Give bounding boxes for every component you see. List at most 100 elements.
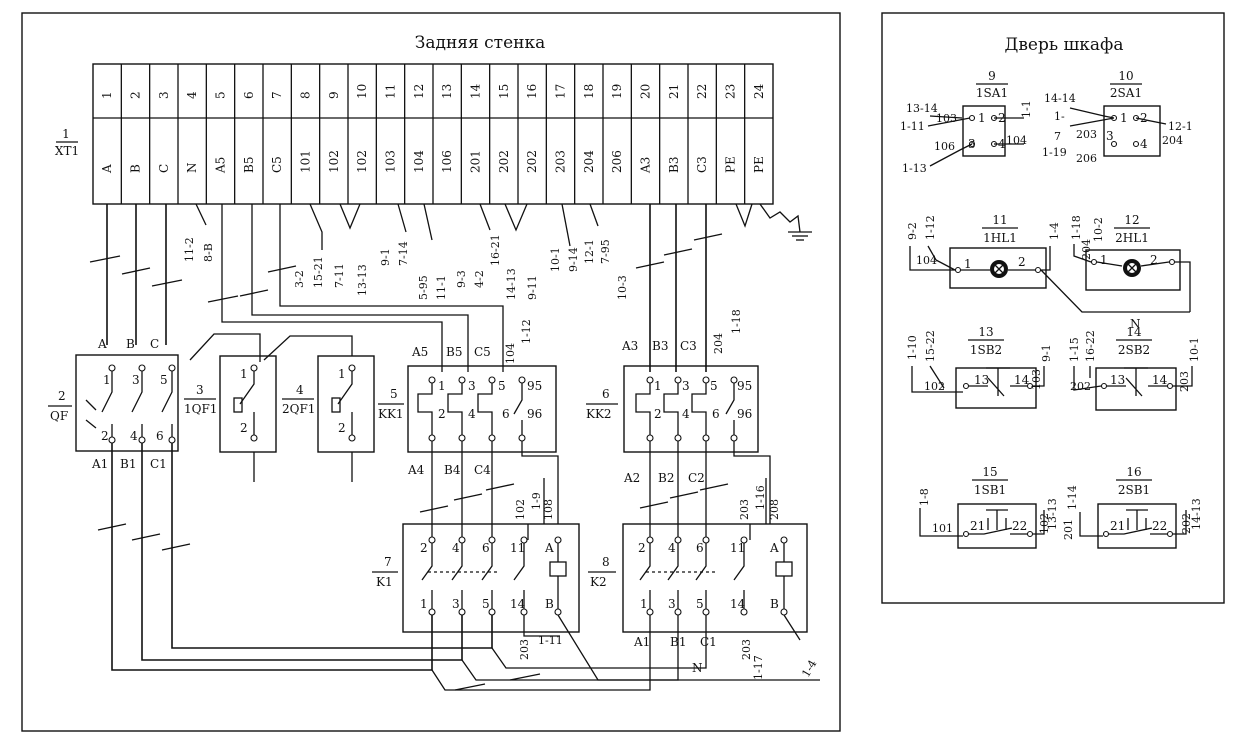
1sb1-wire-101: 101 bbox=[932, 522, 953, 535]
qf-pin-1: 1 bbox=[103, 373, 111, 387]
cable-ref-label: 15-21 bbox=[312, 256, 325, 288]
k2-pin-1: 1 bbox=[640, 597, 648, 611]
terminal-wire-label: A bbox=[100, 164, 114, 174]
xt1-number: 1 bbox=[62, 127, 70, 141]
qf-pin-4: 4 bbox=[130, 429, 138, 443]
terminal-number: 5 bbox=[214, 91, 228, 99]
2sa1-pin-1: 1 bbox=[1120, 111, 1128, 125]
qf-number: 2 bbox=[58, 389, 66, 403]
k2-ref: K2 bbox=[590, 575, 607, 589]
2hl1-pin-2: 2 bbox=[1150, 253, 1158, 267]
terminal-number: 4 bbox=[185, 91, 199, 99]
kk2-out-c2: C2 bbox=[688, 471, 705, 485]
terminal-number: 16 bbox=[525, 84, 539, 99]
door-title: Дверь шкафа bbox=[1005, 35, 1124, 55]
neutral-label: N bbox=[692, 661, 703, 675]
1sa1-cable-1-1: 1-1 bbox=[1020, 100, 1033, 118]
thermal-relay-kk1: A5 B5 C5 104 1-12 1 3 5 95 2 4 6 96 A4 B… bbox=[378, 319, 557, 477]
2sa1-wire-203: 203 bbox=[1076, 128, 1097, 141]
terminal-number: 12 bbox=[412, 84, 426, 99]
1qf1-pin-2: 2 bbox=[240, 421, 248, 435]
kk2-pin-6: 6 bbox=[712, 407, 720, 421]
1hl1-cable-1-12: 1-12 bbox=[924, 215, 937, 240]
2sb1-pin-22: 22 bbox=[1152, 519, 1167, 533]
2hl1-ref: 2HL1 bbox=[1115, 231, 1149, 245]
kk1-pin-96: 96 bbox=[527, 407, 542, 421]
pushbutton-icon bbox=[986, 509, 1008, 530]
1hl1-cable-9-2: 9-2 bbox=[906, 222, 919, 240]
2sa1-cable-12-1: 12-1 bbox=[1168, 120, 1193, 133]
kk2-pin-95: 95 bbox=[737, 379, 752, 393]
k2-wire-203: 203 bbox=[738, 499, 751, 520]
terminal-number: 20 bbox=[639, 84, 653, 99]
kk2-pin-1: 1 bbox=[654, 379, 662, 393]
k1-wire-102: 102 bbox=[514, 499, 527, 520]
terminal-wire-label: 104 bbox=[412, 150, 426, 173]
qf-pin-5: 5 bbox=[160, 373, 168, 387]
1sb1-ref: 1SB1 bbox=[974, 483, 1006, 497]
k1-pin-4: 4 bbox=[452, 541, 460, 555]
cable-slash-marks bbox=[89, 233, 729, 691]
2hl1-neutral: N bbox=[1130, 317, 1141, 331]
1sa1-pin-1: 1 bbox=[978, 111, 986, 125]
1qf1-ref: 1QF1 bbox=[184, 402, 217, 416]
2qf1-ref: 2QF1 bbox=[282, 402, 315, 416]
k1-pin-11: 11 bbox=[510, 541, 525, 555]
cable-ref-label: 7-95 bbox=[599, 239, 612, 264]
2sa1-ref: 2SA1 bbox=[1110, 86, 1142, 100]
1sb1-cable-13-13: 13-13 bbox=[1046, 498, 1059, 530]
cable-ref-label: 14-13 bbox=[505, 268, 518, 300]
2hl1-wire-204: 204 bbox=[1080, 239, 1093, 260]
k2-out-a1: A1 bbox=[633, 635, 650, 649]
kk2-pin-96: 96 bbox=[737, 407, 752, 421]
terminal-wire-label: 102 bbox=[327, 150, 341, 173]
terminal-number: 9 bbox=[327, 91, 341, 99]
kk1-number: 5 bbox=[390, 387, 398, 401]
kk2-ref: KK2 bbox=[586, 407, 612, 421]
qf-in-b: B bbox=[126, 337, 135, 351]
button-2sb1: 16 2SB1 21 22 1-14 14-13 201 202 bbox=[1062, 465, 1203, 549]
terminal-number: 8 bbox=[299, 91, 313, 99]
terminal-wire-label: 204 bbox=[582, 150, 596, 173]
kk-to-contactor-wires bbox=[431, 441, 771, 540]
1sb1-pin-21: 21 bbox=[970, 519, 985, 533]
2sb1-cable-14-13: 14-13 bbox=[1190, 498, 1203, 530]
1hl1-ref: 1HL1 bbox=[983, 231, 1017, 245]
2sb2-wire-202: 202 bbox=[1070, 380, 1091, 393]
bottom-return-wires: N bbox=[111, 443, 820, 691]
1hl1-cable-1-4: 1-4 bbox=[1048, 222, 1061, 240]
breaker-2qf1: 1 2 4 2QF1 bbox=[282, 355, 375, 482]
kk1-in-b5: B5 bbox=[446, 345, 462, 359]
switch-1sa1: 9 1SA1 1 2 3 4 13-14 1-11 1-13 103 106 1… bbox=[900, 69, 1033, 175]
cable-ref-label: 7-11 bbox=[333, 263, 346, 288]
qf-in-a: A bbox=[97, 337, 107, 351]
back-wall-frame bbox=[21, 12, 841, 732]
terminal-wire-label: B5 bbox=[242, 157, 256, 173]
2sa1-cable-14-14: 14-14 bbox=[1044, 92, 1076, 105]
terminal-wire-label: A3 bbox=[639, 157, 653, 174]
2sb1-ref: 2SB1 bbox=[1118, 483, 1150, 497]
qf-out-a1: A1 bbox=[91, 457, 108, 471]
kk2-in-204: 204 bbox=[712, 333, 725, 354]
button-1sb1: 15 1SB1 21 22 1-8 13-13 101 102 bbox=[918, 465, 1059, 549]
kk2-out-a2: A2 bbox=[623, 471, 640, 485]
2sb2-cable-1-15: 1-15 bbox=[1068, 337, 1081, 362]
1sa1-wire-106: 106 bbox=[934, 140, 955, 153]
terminal-wire-label: 206 bbox=[610, 150, 624, 173]
kk2-pin-4: 4 bbox=[682, 407, 690, 421]
qf-pin-6: 6 bbox=[156, 429, 164, 443]
2sa1-cable-1-19: 1-19 bbox=[1042, 146, 1067, 159]
cable-ref-label: 13-13 bbox=[356, 264, 369, 296]
kk1-pin-2: 2 bbox=[438, 407, 446, 421]
terminal-wire-label: B bbox=[129, 164, 143, 173]
1sa1-cable-1-11: 1-11 bbox=[900, 120, 925, 133]
k2-number: 8 bbox=[602, 555, 610, 569]
k1-pin-14: 14 bbox=[510, 597, 526, 611]
1sa1-wire-104: 104 bbox=[1006, 134, 1027, 147]
qf-ref: QF bbox=[50, 409, 68, 423]
1sb1-pin-22: 22 bbox=[1012, 519, 1027, 533]
kk1-pin-6: 6 bbox=[502, 407, 510, 421]
qf-out-c1: C1 bbox=[150, 457, 167, 471]
1sb2-pin-13: 13 bbox=[974, 373, 989, 387]
